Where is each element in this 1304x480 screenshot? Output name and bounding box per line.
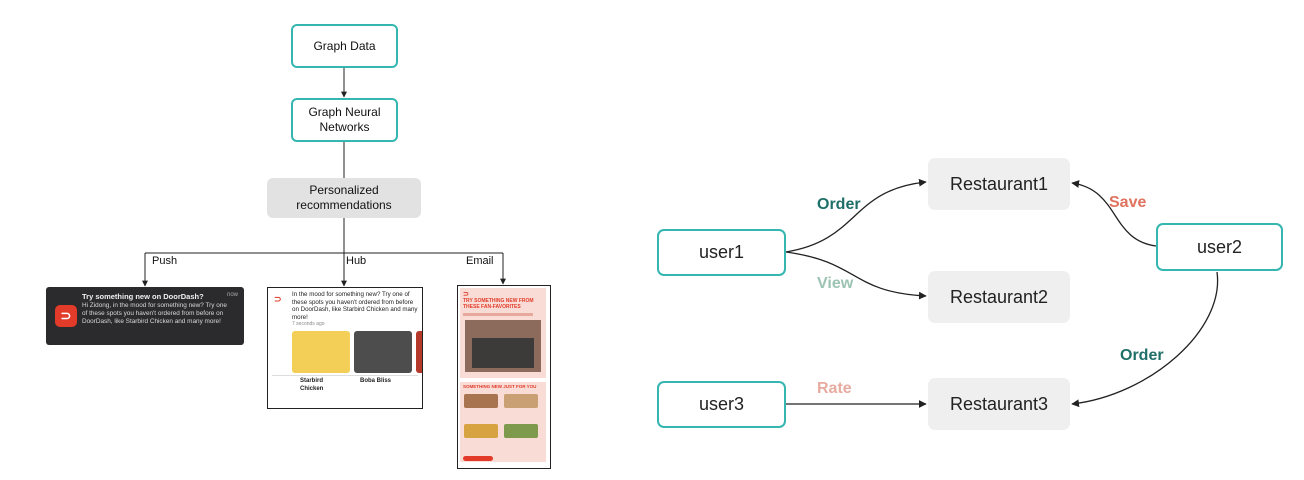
restaurant-image xyxy=(292,331,350,373)
restaurant2-node: Restaurant2 xyxy=(928,271,1070,323)
doordash-logo-icon: ⊃ xyxy=(274,294,282,304)
edge-user1-view-restaurant2 xyxy=(785,251,927,300)
hub-message: In the mood for something new? Try one o… xyxy=(292,291,418,321)
hub-preview: ⊃ In the mood for something new? Try one… xyxy=(267,287,423,409)
edge-user1-order-restaurant1 xyxy=(785,178,927,253)
gnn-node: Graph Neural Networks xyxy=(291,98,398,142)
email-hero-image-detail xyxy=(472,338,534,368)
hub-caption-2: Boba Bliss xyxy=(360,378,392,384)
branch-label-hub: Hub xyxy=(346,255,367,267)
graph-data-node: Graph Data xyxy=(291,24,398,68)
edge-user2-order-restaurant3 xyxy=(1071,271,1219,408)
email-section-heading: SOMETHING NEW JUST FOR YOU xyxy=(463,384,537,389)
restaurant1-node: Restaurant1 xyxy=(928,158,1070,210)
email-cta-button xyxy=(463,456,493,461)
email-headline: TRY SOMETHING NEW FROM THESE FAN-FAVORIT… xyxy=(463,298,534,310)
edge-label-order-user1: Order xyxy=(817,196,861,213)
push-notification-preview: ⊃ Try something new on DoorDash? now Hi … xyxy=(46,287,244,345)
email-food-tile xyxy=(504,424,538,438)
email-food-tile xyxy=(464,424,498,438)
user3-node: user3 xyxy=(657,381,786,428)
user1-node: user1 xyxy=(657,229,786,276)
doordash-logo-icon: ⊃ xyxy=(55,305,77,327)
restaurant-image xyxy=(354,331,412,373)
hub-caption-1: Starbird Chicken xyxy=(300,378,324,392)
branch-label-email: Email xyxy=(466,255,494,267)
edge-label-rate: Rate xyxy=(817,380,852,397)
email-food-tile xyxy=(464,394,498,408)
edge-user2-save-restaurant1 xyxy=(1071,180,1157,247)
doordash-logo-icon: ⊃ xyxy=(463,291,469,298)
restaurant3-node: Restaurant3 xyxy=(928,378,1070,430)
email-subtext xyxy=(463,313,533,316)
edge-label-view: View xyxy=(817,275,854,292)
edge-label-order-user2: Order xyxy=(1120,347,1164,364)
push-body: Hi Zidong, in the mood for something new… xyxy=(82,302,227,326)
edge-label-save: Save xyxy=(1109,194,1147,211)
restaurant-image xyxy=(416,331,422,373)
user2-node: user2 xyxy=(1156,223,1283,271)
email-preview: ⊃ TRY SOMETHING NEW FROM THESE FAN-FAVOR… xyxy=(457,285,551,469)
recommendations-node: Personalized recommendations xyxy=(267,178,421,218)
push-title: Try something new on DoorDash? xyxy=(82,292,204,301)
email-food-tile xyxy=(504,394,538,408)
push-time: now xyxy=(226,292,238,298)
hub-timestamp: 7 seconds ago xyxy=(292,321,325,327)
branch-label-push: Push xyxy=(152,255,178,267)
divider xyxy=(272,375,418,376)
